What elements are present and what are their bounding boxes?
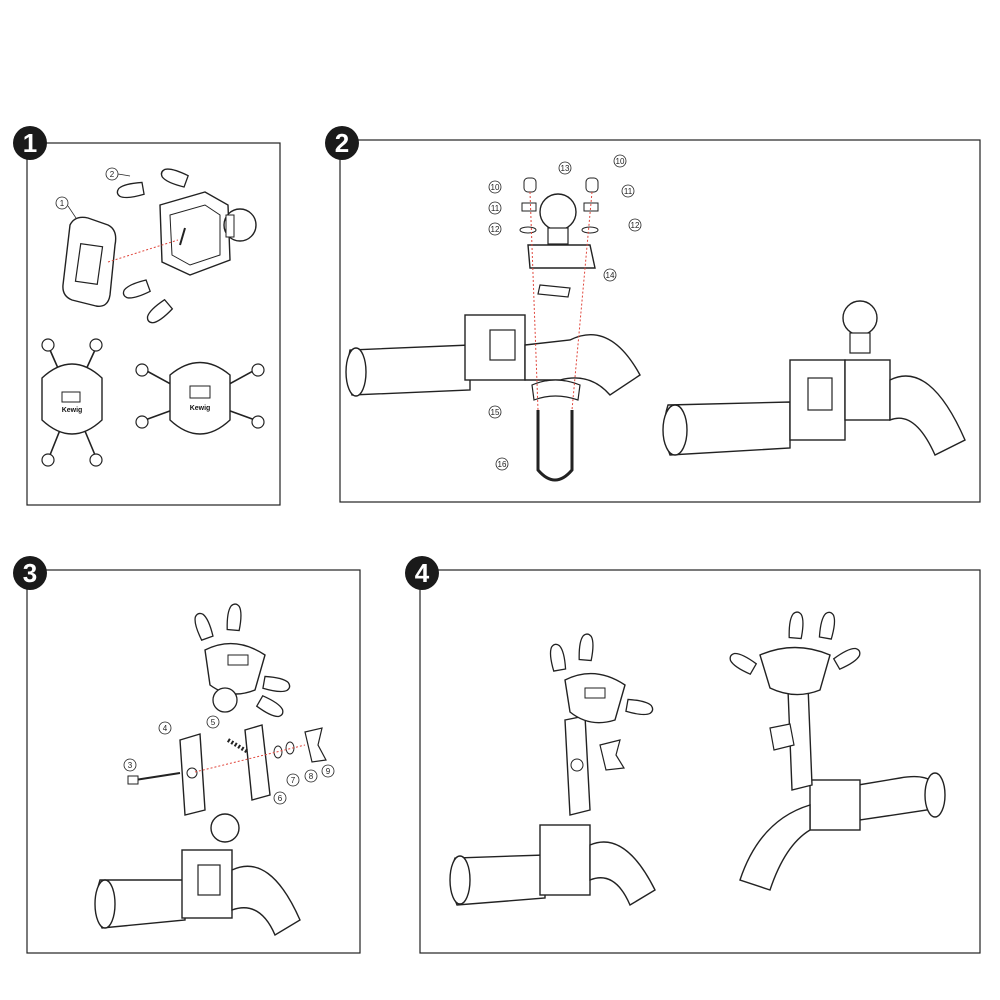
svg-text:8: 8 [309, 772, 314, 781]
svg-text:11: 11 [624, 187, 633, 196]
svg-text:10: 10 [491, 183, 500, 192]
assembly-guide-line [107, 239, 179, 263]
step-number-3: 3 [23, 558, 37, 588]
holder-front-view-narrow: Kewig [41, 338, 103, 467]
svg-text:2: 2 [110, 170, 115, 179]
svg-text:5: 5 [211, 718, 216, 727]
step-badge-3: 3 [13, 556, 47, 590]
assembled-mount-view-left [449, 632, 656, 907]
phone-holder-body [115, 165, 257, 327]
mount-base-exploded [519, 177, 599, 482]
arm-exploded [127, 724, 327, 816]
step-number-4: 4 [415, 558, 430, 588]
svg-text:10: 10 [616, 157, 625, 166]
svg-text:7: 7 [291, 776, 296, 785]
step-number-2: 2 [335, 128, 349, 158]
callouts-panel-3: 4 5 3 6 7 8 9 [123, 715, 335, 805]
step-number-1: 1 [23, 128, 37, 158]
svg-text:4: 4 [163, 724, 168, 733]
step-badge-1: 1 [13, 126, 47, 160]
panel-step-4: 4 [405, 556, 981, 954]
svg-text:9: 9 [326, 767, 331, 776]
callout-1: 1 [55, 196, 77, 219]
svg-text:3: 3 [128, 761, 133, 770]
step-badge-2: 2 [325, 126, 359, 160]
svg-text:13: 13 [561, 164, 570, 173]
rubber-pad [62, 216, 117, 307]
callout-2: 2 [105, 167, 131, 181]
step-badge-4: 4 [405, 556, 439, 590]
svg-text:14: 14 [606, 271, 615, 280]
phone-holder-top [191, 602, 292, 721]
svg-text:15: 15 [491, 408, 500, 417]
logo-text: Kewig [62, 407, 83, 414]
svg-text:12: 12 [491, 225, 500, 234]
svg-text:1: 1 [60, 199, 65, 208]
panel-step-3: 3 4 5 3 6 7 8 [13, 556, 361, 954]
svg-text:16: 16 [498, 460, 507, 469]
panel-step-2: 2 13 10 [325, 126, 981, 503]
svg-text:12: 12 [631, 221, 640, 230]
assembled-mount-view-right [726, 610, 946, 891]
holder-front-view-wide: Kewig [135, 361, 265, 435]
panel-step-1: 1 1 2 [13, 126, 281, 506]
svg-text:Kewig: Kewig [190, 405, 211, 412]
assembly-guide-lines [529, 191, 593, 411]
handlebar-exploded [345, 314, 641, 397]
handlebar-step-3 [94, 813, 301, 937]
handlebar-assembled [662, 300, 966, 456]
svg-text:6: 6 [278, 794, 283, 803]
svg-text:11: 11 [491, 204, 500, 213]
callouts-panel-2: 13 10 10 11 11 12 12 14 15 16 [488, 154, 642, 471]
